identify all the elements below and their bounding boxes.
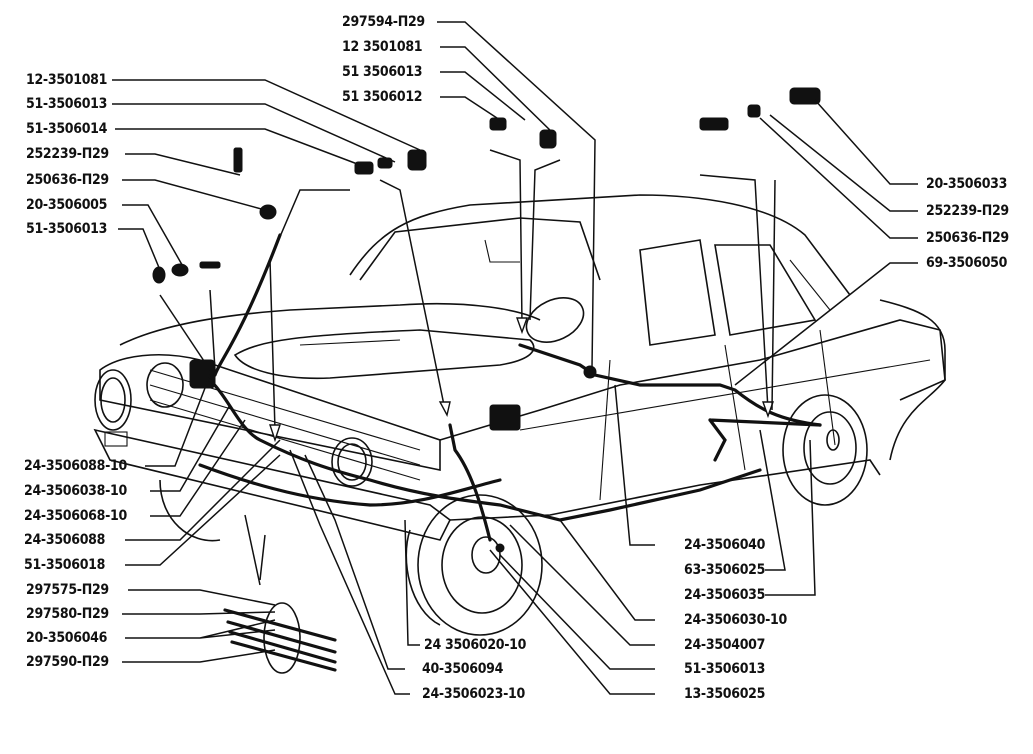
part-label: 20-3506005 bbox=[26, 197, 108, 213]
part-label: 69-3506050 bbox=[926, 255, 1008, 271]
part-label: 20-3506033 bbox=[926, 176, 1008, 192]
callout-arrows bbox=[159, 149, 776, 586]
part-label: 24-3506038-10 bbox=[24, 483, 127, 499]
part-label: 252239-П29 bbox=[926, 203, 1009, 219]
part-label: 51 3506013 bbox=[342, 64, 423, 80]
part-label: 250636-П29 bbox=[926, 230, 1009, 246]
part-label: 51-3506013 bbox=[684, 661, 766, 677]
part-label: 24 3506020-10 bbox=[424, 637, 527, 653]
part-label: 12-3501081 bbox=[26, 72, 108, 88]
part-label: 13-3506025 bbox=[684, 686, 766, 702]
brake-pipes bbox=[198, 233, 822, 553]
part-label: 24-3506030-10 bbox=[684, 612, 787, 628]
part-label: 297575-П29 bbox=[26, 582, 109, 598]
part-label: 297590-П29 bbox=[26, 654, 109, 670]
part-label: 297594-П29 bbox=[342, 14, 425, 30]
part-label: 63-3506025 bbox=[684, 562, 766, 578]
part-label: 297580-П29 bbox=[26, 606, 109, 622]
part-label: 20-3506046 bbox=[26, 630, 108, 646]
exploded-parts bbox=[152, 87, 821, 674]
part-label: 51-3506013 bbox=[26, 221, 108, 237]
part-label: 24-3506068-10 bbox=[24, 508, 127, 524]
leader-lines bbox=[112, 21, 918, 695]
part-label: 24-3506035 bbox=[684, 587, 766, 603]
part-label: 24-3506040 bbox=[684, 537, 766, 553]
part-label: 12 3501081 bbox=[342, 39, 423, 55]
part-label: 252239-П29 bbox=[26, 146, 109, 162]
part-label: 51-3506014 bbox=[26, 121, 108, 137]
part-label: 24-3506088 bbox=[24, 532, 106, 548]
car-body bbox=[93, 194, 946, 636]
part-label: 24-3506088-10 bbox=[24, 458, 127, 474]
part-label: 51 3506012 bbox=[342, 89, 423, 105]
part-label: 24-3506023-10 bbox=[422, 686, 525, 702]
part-label: 51-3506018 bbox=[24, 557, 106, 573]
part-label: 40-3506094 bbox=[422, 661, 504, 677]
part-label: 250636-П29 bbox=[26, 172, 109, 188]
part-label: 24-3504007 bbox=[684, 637, 766, 653]
part-label: 51-3506013 bbox=[26, 96, 108, 112]
